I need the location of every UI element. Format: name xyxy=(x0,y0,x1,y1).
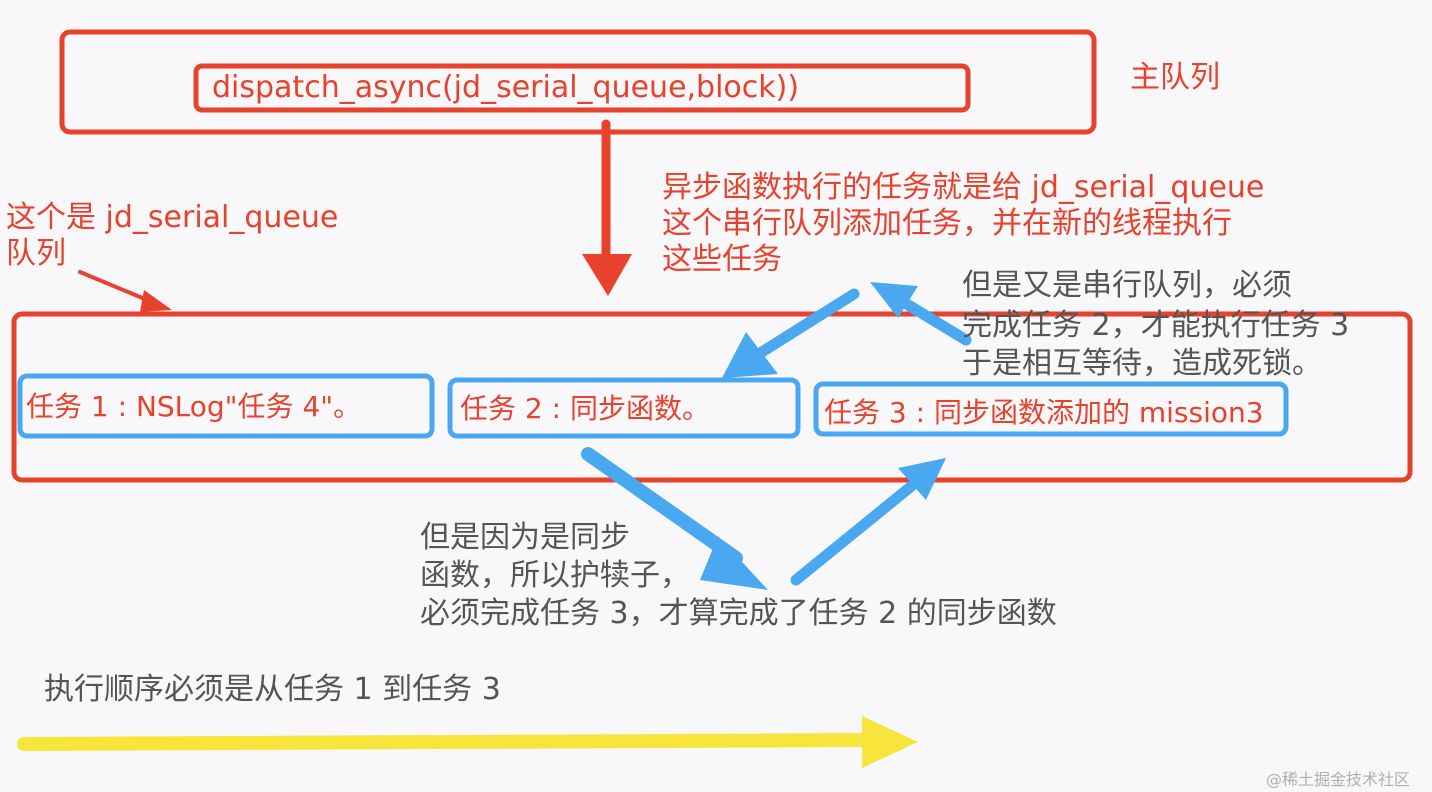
main-queue-label: 主队列 xyxy=(1130,60,1220,95)
deadlock-note-line3: 于是相互等待，造成死锁。 xyxy=(962,346,1322,381)
task2-box xyxy=(447,377,801,439)
main-queue-box xyxy=(59,29,1097,135)
task3-label: 任务 3 : 同步函数添加的 mission3 xyxy=(824,396,1264,429)
blue-arrow-up xyxy=(790,458,946,586)
sync-note-line3: 必须完成任务 3，才算完成了任务 2 的同步函数 xyxy=(420,596,1057,631)
serial-queue-label-line1: 这个是 jd_serial_queue xyxy=(6,200,339,235)
task3-box xyxy=(813,381,1289,437)
red-down-arrow xyxy=(582,119,632,296)
blue-arrow-down xyxy=(581,447,768,590)
dispatch-call-text: dispatch_async(jd_serial_queue,block)) xyxy=(212,70,800,105)
task1-box xyxy=(17,373,435,439)
blue-arrow-to-note xyxy=(870,282,972,346)
deadlock-note-line2: 完成任务 2，才能执行任务 3 xyxy=(962,308,1350,343)
watermark: @稀土掘金技术社区 xyxy=(1266,770,1411,789)
async-note-line3: 这些任务 xyxy=(662,242,782,277)
async-note-line1: 异步函数执行的任务就是给 jd_serial_queue xyxy=(662,170,1265,205)
yellow-order-arrow xyxy=(17,716,918,768)
deadlock-note-line1: 但是又是串行队列，必须 xyxy=(962,268,1292,303)
task1-label: 任务 1 : NSLog"任务 4"。 xyxy=(26,390,362,423)
async-note-line2: 这个串行队列添加任务，并在新的线程执行 xyxy=(662,206,1232,241)
sync-note-line2: 函数，所以护犊子， xyxy=(420,558,690,593)
sync-note-line1: 但是因为是同步 xyxy=(420,520,630,555)
task2-label: 任务 2 : 同步函数。 xyxy=(460,392,710,425)
order-note: 执行顺序必须是从任务 1 到任务 3 xyxy=(44,672,501,707)
serial-queue-box xyxy=(11,311,1413,483)
red-pointer-arrow xyxy=(78,270,172,312)
blue-arrow-to-task2 xyxy=(722,288,860,378)
serial-queue-label-line2: 队列 xyxy=(6,236,66,271)
dispatch-call-box xyxy=(193,63,971,113)
